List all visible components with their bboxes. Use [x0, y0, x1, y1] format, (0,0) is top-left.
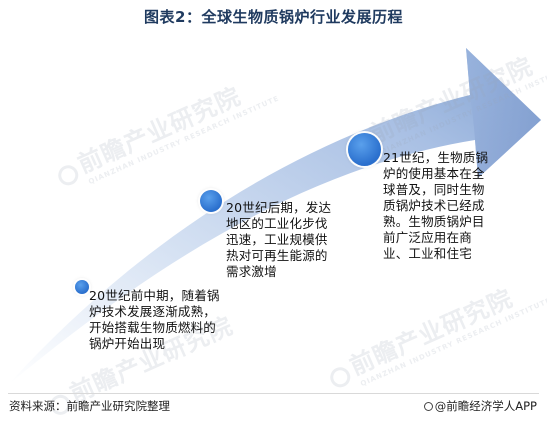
stage-1-text: 20世纪前中期，随着锅炉技术发展逐渐成熟，开始搭载生物质燃料的锅炉开始出现 [89, 288, 220, 351]
stage-3-text: 21世纪，生物质锅炉的使用基本在全球普及，同时生物质锅炉技术已经成熟。生物质锅炉… [383, 150, 489, 261]
arrow-head [466, 48, 541, 178]
stage-2-node [200, 190, 222, 212]
footer-brand-text: @前瞻经济学人APP [434, 399, 537, 413]
brand-logo-icon [423, 402, 433, 411]
footer-divider [8, 393, 539, 394]
stage-3-node [348, 133, 381, 166]
arrow-body [8, 48, 541, 385]
chart-title: 图表2：全球生物质锅炉行业发展历程 [144, 8, 403, 26]
source-note: 资料来源：前瞻产业研究院整理 [9, 399, 170, 413]
stage-1-node [75, 280, 89, 294]
footer-brand: @前瞻经济学人APP [423, 398, 537, 414]
stage-2-text: 20世纪后期，发达地区的工业化步伐迅速，工业规模供热对可再生能源的需求激增 [226, 200, 332, 279]
